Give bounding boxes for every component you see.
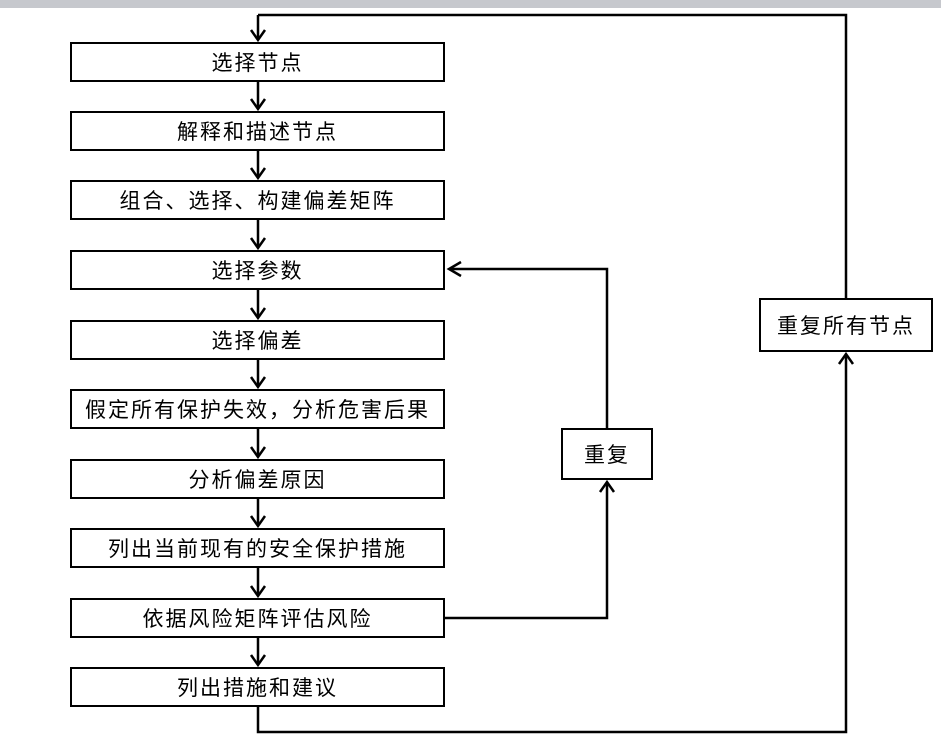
arrowhead-left-into-step4-icon xyxy=(446,260,462,278)
repeat-box: 重复 xyxy=(561,428,653,480)
arrowhead-up-into-repeat-all-icon xyxy=(837,351,855,365)
step-label: 组合、选择、构建偏差矩阵 xyxy=(119,189,396,213)
repeat-loop-upper-line xyxy=(449,267,609,428)
flow-step-2: 解释和描述节点 xyxy=(70,111,445,151)
flow-step-8: 列出当前现有的安全保护措施 xyxy=(70,528,445,568)
flow-step-9: 依据风险矩阵评估风险 xyxy=(70,598,445,638)
step-arrow-heads-icon xyxy=(249,98,267,668)
step-label: 列出当前现有的安全保护措施 xyxy=(108,537,407,561)
outer-loop-top-right-line xyxy=(258,13,848,298)
step-label: 选择节点 xyxy=(211,51,304,75)
arrowhead-up-into-repeat-icon xyxy=(598,479,616,493)
step-label: 选择偏差 xyxy=(211,329,304,353)
outer-loop-path xyxy=(249,13,855,734)
step-label: 假定所有保护失效，分析危害后果 xyxy=(85,398,430,422)
repeat-all-nodes-label: 重复所有节点 xyxy=(777,314,915,338)
repeat-all-nodes-box: 重复所有节点 xyxy=(759,298,933,352)
step-label: 列出措施和建议 xyxy=(177,676,338,700)
step-label: 选择参数 xyxy=(211,259,304,283)
flow-step-5: 选择偏差 xyxy=(70,320,445,360)
top-gray-bar xyxy=(0,0,941,8)
flow-step-4: 选择参数 xyxy=(70,250,445,290)
flow-step-10: 列出措施和建议 xyxy=(70,667,445,707)
step-arrows xyxy=(249,82,267,668)
repeat-loop-lower-line xyxy=(445,482,609,620)
repeat-box-label: 重复 xyxy=(584,443,630,467)
arrowhead-down-into-step1-icon xyxy=(249,29,267,43)
step-label: 依据风险矩阵评估风险 xyxy=(142,607,373,631)
flow-step-3: 组合、选择、构建偏差矩阵 xyxy=(70,180,445,220)
flow-step-6: 假定所有保护失效，分析危害后果 xyxy=(70,389,445,429)
step-label: 解释和描述节点 xyxy=(177,120,338,144)
flow-step-7: 分析偏差原因 xyxy=(70,459,445,499)
step-label: 分析偏差原因 xyxy=(188,468,327,492)
outer-loop-bottom-line xyxy=(256,354,848,734)
repeat-loop-path xyxy=(445,260,616,620)
flow-step-1: 选择节点 xyxy=(70,42,445,82)
